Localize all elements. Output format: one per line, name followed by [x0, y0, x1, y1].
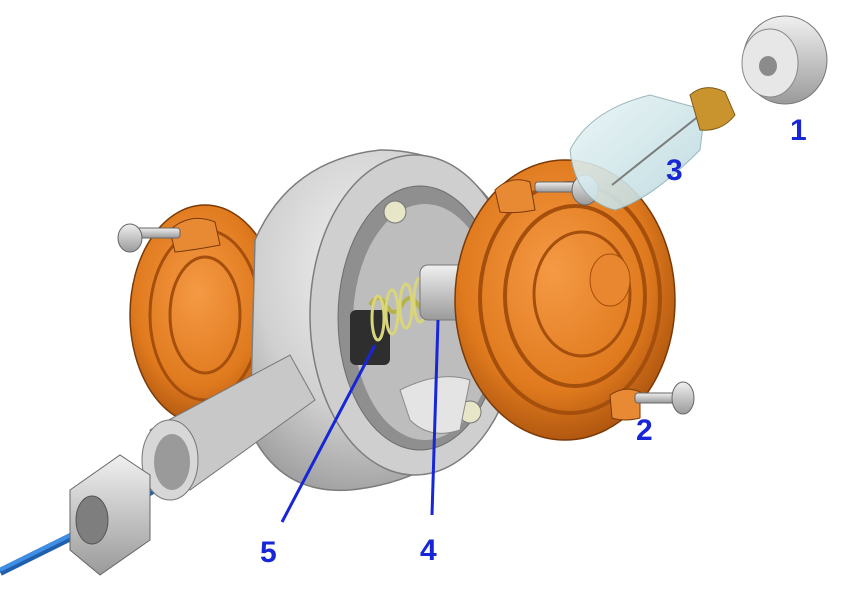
- screw-left: [117, 223, 181, 253]
- front-lamp-cap: [454, 159, 676, 441]
- leader-lines: [280, 319, 440, 523]
- callout-3: 3: [666, 154, 683, 187]
- screw-bottom: [634, 381, 695, 415]
- end-cap: [741, 15, 828, 105]
- callout-2: 2: [636, 414, 653, 447]
- cable-nut: [69, 454, 151, 576]
- callout-1: 1: [790, 114, 807, 147]
- callout-5: 5: [260, 536, 277, 569]
- lamp-socket: [350, 310, 390, 365]
- callout-4: 4: [420, 534, 437, 567]
- cable-gland-tube: [141, 354, 316, 501]
- bulb: [569, 87, 736, 211]
